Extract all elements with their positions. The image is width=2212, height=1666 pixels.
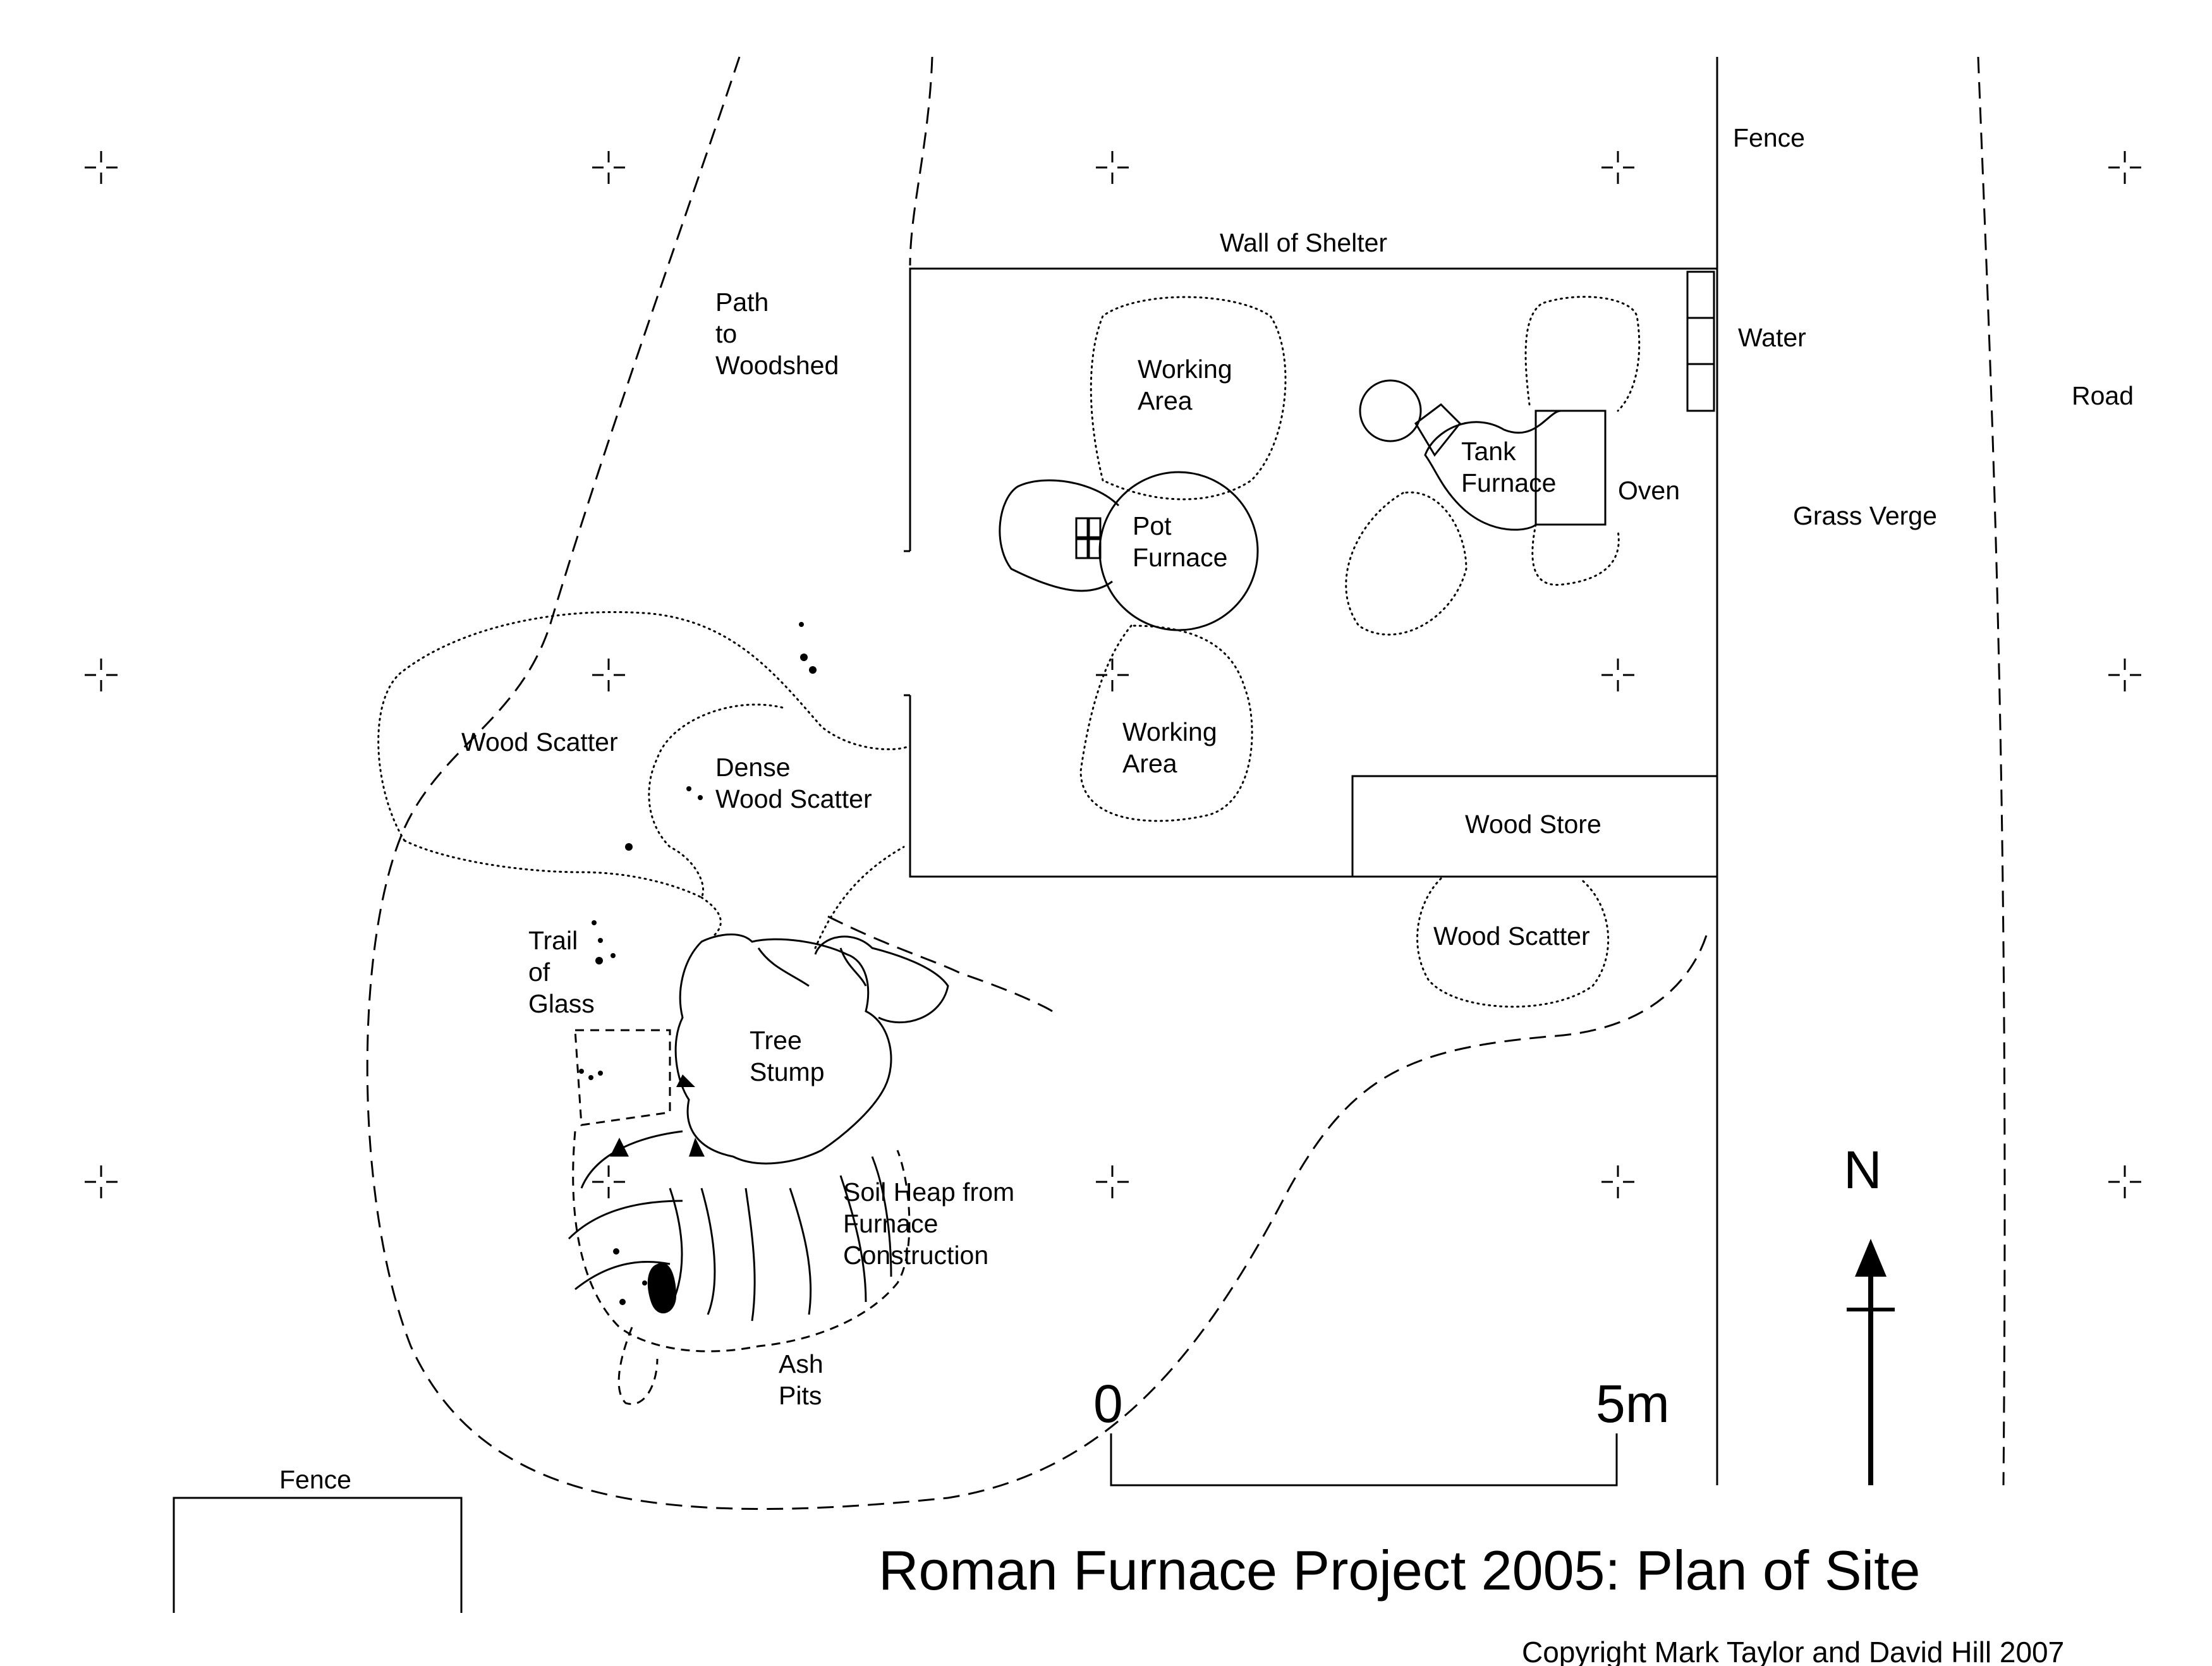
debris-dot	[598, 938, 603, 943]
debris-dot	[799, 622, 804, 627]
ash-pits-label: Ash Pits	[779, 1349, 830, 1410]
north-arrow-icon	[1855, 1239, 1887, 1277]
plan-title: Roman Furnace Project 2005: Plan of Site	[878, 1539, 1920, 1602]
working-areas	[1079, 296, 1641, 822]
fence-lines	[173, 57, 1718, 1618]
shelter	[904, 267, 1717, 878]
copyright-notice: Copyright Mark Taylor and David Hill 200…	[1522, 1636, 2064, 1666]
grid-markers	[85, 151, 2141, 1198]
scatter-zones	[377, 611, 1610, 1008]
north-label: N	[1844, 1140, 1882, 1200]
tree-stump-label: Tree Stump	[750, 1026, 825, 1086]
oven-label: Oven	[1618, 476, 1680, 505]
wood-scatter-west-label: Wood Scatter	[461, 727, 618, 757]
tank-furnace	[1359, 379, 1607, 531]
wood-scatter-east-label: Wood Scatter	[1433, 921, 1590, 951]
tank-furnace-label: Tank Furnace	[1461, 437, 1556, 497]
debris-dot	[613, 1248, 619, 1255]
debris-dot	[698, 795, 703, 800]
wood-store-label: Wood Store	[1465, 810, 1601, 839]
working-area-north-label: Working Area	[1138, 355, 1239, 415]
fence-label-top: Fence	[1733, 123, 1805, 152]
debris-dot	[579, 1069, 584, 1074]
debris-dot	[625, 843, 633, 851]
debris-dot	[800, 654, 808, 661]
pot-furnace-label: Pot Furnace	[1133, 511, 1227, 572]
tree-stump	[674, 933, 949, 1165]
debris-dots	[579, 622, 817, 1305]
debris-dot	[595, 957, 603, 964]
debris-dot	[642, 1280, 647, 1286]
trail-of-glass-label: Trail of Glass	[528, 926, 595, 1018]
soil-heap	[568, 1029, 911, 1406]
water-tanks	[1686, 271, 1715, 412]
debris-dot	[592, 920, 597, 925]
scale-bar: 0 5m	[1093, 1374, 1670, 1487]
dense-wood-scatter-label: Dense Wood Scatter	[715, 753, 872, 813]
wood-store	[1351, 775, 1718, 878]
pot-furnace	[999, 471, 1259, 631]
working-area-south-label: Working Area	[1122, 717, 1224, 778]
north-arrow: N	[1844, 1140, 1895, 1485]
debris-dot	[588, 1075, 593, 1080]
debris-dot	[611, 953, 616, 958]
scale-end-label: 5m	[1596, 1374, 1670, 1433]
debris-dot	[686, 786, 691, 791]
debris-dot	[809, 666, 817, 674]
debris-dot	[598, 1071, 603, 1076]
road-label: Road	[2072, 381, 2134, 410]
map-labels: Fence Wall of Shelter Water Road Grass V…	[279, 123, 2134, 1494]
debris-dot	[619, 1299, 626, 1305]
wall-of-shelter-label: Wall of Shelter	[1220, 228, 1387, 257]
soil-heap-label: Soil Heap from Furnace Construction	[843, 1177, 1022, 1270]
scale-start-label: 0	[1093, 1374, 1123, 1433]
grass-verge-label: Grass Verge	[1793, 501, 1937, 530]
water-label: Water	[1738, 323, 1806, 352]
path-to-woodshed-label: Path to Woodshed	[715, 288, 839, 380]
path-outlines	[366, 56, 2006, 1511]
fence-label-bottom: Fence	[279, 1465, 351, 1494]
